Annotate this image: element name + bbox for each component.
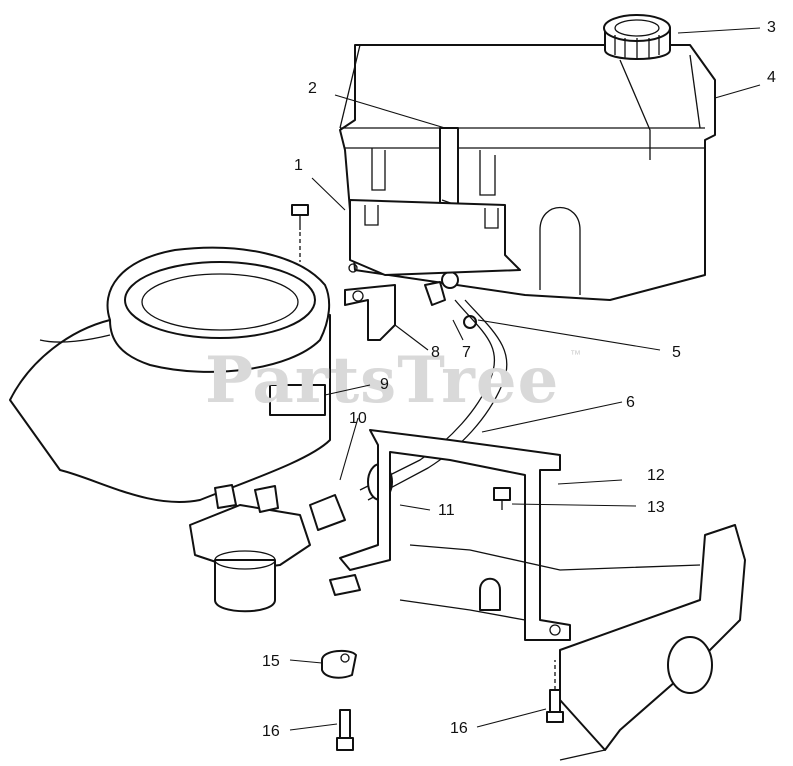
tank-bracket	[348, 199, 521, 276]
callout-16-right: 16	[450, 720, 468, 737]
fuel-cap	[603, 14, 671, 60]
callout-2: 2	[308, 80, 317, 97]
callout-1: 1	[294, 157, 303, 174]
callout-12: 12	[647, 467, 665, 484]
clip-nut	[321, 649, 357, 679]
bolt-screw	[291, 204, 309, 262]
carburetor	[189, 484, 311, 613]
callout-16-left: 16	[262, 723, 280, 740]
callout-6: 6	[626, 394, 635, 411]
small-bracket	[344, 284, 396, 341]
callout-15: 15	[262, 653, 280, 670]
leader-lines	[289, 27, 761, 731]
callout-11: 11	[438, 502, 455, 519]
callout-5: 5	[672, 344, 681, 361]
watermark-trademark: ™	[570, 349, 581, 361]
frame-screw	[493, 487, 511, 510]
bolt-right	[546, 660, 564, 723]
engine-shroud	[9, 246, 331, 503]
bolt-left	[336, 709, 354, 751]
callout-7: 7	[462, 344, 471, 361]
callout-4: 4	[767, 69, 776, 86]
callout-8: 8	[431, 344, 440, 361]
callout-10: 10	[349, 410, 367, 427]
callout-13: 13	[647, 499, 665, 516]
frame-bracket	[329, 429, 571, 641]
chassis-deck	[399, 524, 746, 761]
callout-9: 9	[380, 376, 389, 393]
watermark: PartsTree ™	[205, 343, 581, 418]
watermark-text: PartsTree	[205, 343, 559, 418]
fuel-fitting	[424, 281, 477, 329]
callout-3: 3	[767, 19, 776, 36]
decal-label	[269, 384, 326, 416]
callouts: 1 2 3 4 5 6 7 8 9 10 11 12 13 15 16 16	[262, 19, 776, 740]
